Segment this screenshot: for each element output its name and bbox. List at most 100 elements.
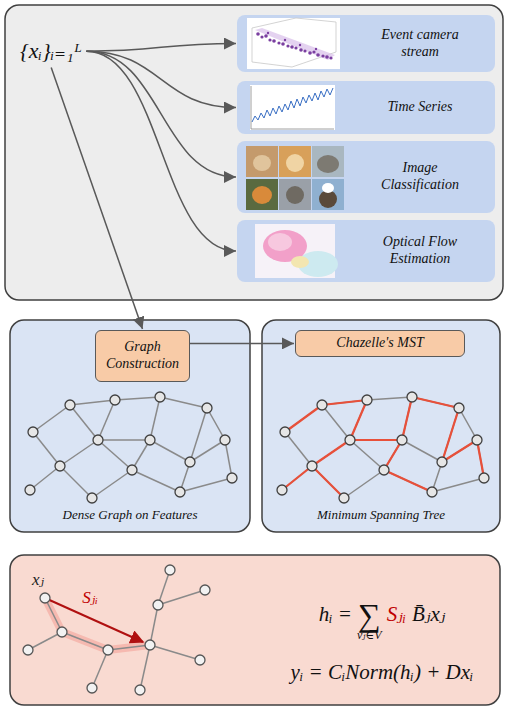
event-stream-thumbnail [303,49,306,52]
dense-graph [98,400,115,440]
mst-edges [312,440,350,466]
event-stream-thumbnail [268,38,271,41]
tree-illustration [23,645,33,655]
tree-illustration [145,640,155,650]
input-set: {xᵢ}ᵢ₌₁ᴸ [20,38,82,64]
graph-vertices [25,485,35,495]
event-stream-thumbnail [247,18,340,69]
panel-caption: Dense Graph on Features [63,507,198,523]
mst-graph [277,392,489,503]
formula-part: hᵢ = [319,602,352,627]
event-stream-thumbnail [256,32,332,60]
event-stream-thumbnail [260,35,263,38]
graph-panel: Dense Graph on Features Graph Constructio… [10,320,250,532]
event-stream-thumbnail [256,32,260,36]
formula-part: yᵢ = CᵢNorm(hᵢ) + Dxᵢ [291,660,474,685]
time-series-thumbnail [250,85,335,130]
dense-graph [180,478,232,492]
process-label: Graph Construction [102,339,183,373]
formula-part: Sⱼᵢ [387,602,406,627]
optical-flow-thumbnail [255,224,338,278]
formula-part: B̄ⱼxⱼ [412,602,445,627]
dense-graph [160,397,207,408]
graph-vertices [185,457,195,467]
mst-edges [312,466,344,498]
dense-graph [60,440,98,466]
panel-shapes [10,555,500,705]
dense-graph [33,432,60,466]
graph-vertices [55,461,65,471]
dense-graph [115,397,160,400]
mst-edges [282,397,484,498]
animal-images-thumbnail [252,186,272,204]
tree-illustration [140,645,150,690]
event-stream-thumbnail [267,32,269,34]
dense-graph [190,408,207,462]
event-stream-thumbnail [264,34,268,38]
time-series-thumbnail [252,88,333,122]
formula-part: vⱼ∈V [357,628,382,642]
event-stream-thumbnail [284,39,286,41]
animal-images-thumbnail [246,146,344,210]
event-stream-thumbnail [299,44,301,46]
connector-arrow [86,51,236,251]
task-label: Event camera stream [370,27,470,61]
event-stream-thumbnail [255,28,335,60]
process-box: Chazelle's MST [295,330,465,357]
tree-illustration [62,632,108,650]
connector-arrow [86,51,236,107]
mst-edges [285,405,322,432]
mst-edges [350,400,367,440]
time-series-thumbnail [250,85,335,130]
event-stream-thumbnail [286,44,289,47]
graph-vertices [155,392,165,402]
event-stream-thumbnail [321,54,324,57]
tree-illustration [87,683,97,693]
panel-shapes [10,320,250,532]
dense-graph [132,470,180,492]
dense-graph [150,440,190,462]
event-stream-thumbnail [325,55,329,59]
math-symbol: {xᵢ}ᵢ₌₁ᴸ [20,38,82,64]
mst-edges [442,440,477,462]
panel-shapes [262,320,500,532]
dense-graph [33,405,70,432]
event-stream-thumbnail [247,18,340,69]
event-stream-thumbnail [316,53,320,57]
graph-vertices [145,435,155,445]
tree-illustration [150,605,158,645]
graph-vertices [202,403,212,413]
tree-illustration [150,645,200,660]
tree-illustration [165,565,175,575]
tree-illustration [103,645,113,655]
event-stream-thumbnail [272,39,276,43]
tree-illustration [23,565,210,695]
event-stream-thumbnail [299,48,303,52]
dense-graph [60,466,92,498]
graph-vertices [25,392,237,503]
tree-illustration [57,627,67,637]
dense-graph [225,440,232,478]
vertex-label: xⱼ [32,571,44,590]
graph-vertices [227,473,237,483]
tree-illustration [45,598,62,632]
mst-edges [412,397,459,408]
mst-edges [402,397,412,440]
mst-edges [322,400,367,405]
mst-panel: Minimum Spanning Tree Chazelle's MST [262,320,500,532]
panel-caption: Minimum Spanning Tree [317,507,445,523]
tree-illustration [195,655,205,665]
tree-illustration [135,685,145,695]
mst-edges [384,470,432,492]
dense-graph [70,400,115,405]
tree-illustration [108,645,150,650]
tree-illustration [40,593,50,603]
animal-images-thumbnail [322,183,334,193]
connector-arrow [86,51,236,177]
dense-graph [92,470,132,498]
event-stream-thumbnail [315,48,317,50]
tree-illustration [200,585,210,595]
animal-images-thumbnail [246,179,278,210]
task-label: Optical Flow Estimation [370,234,470,268]
event-stream-thumbnail [252,18,336,67]
